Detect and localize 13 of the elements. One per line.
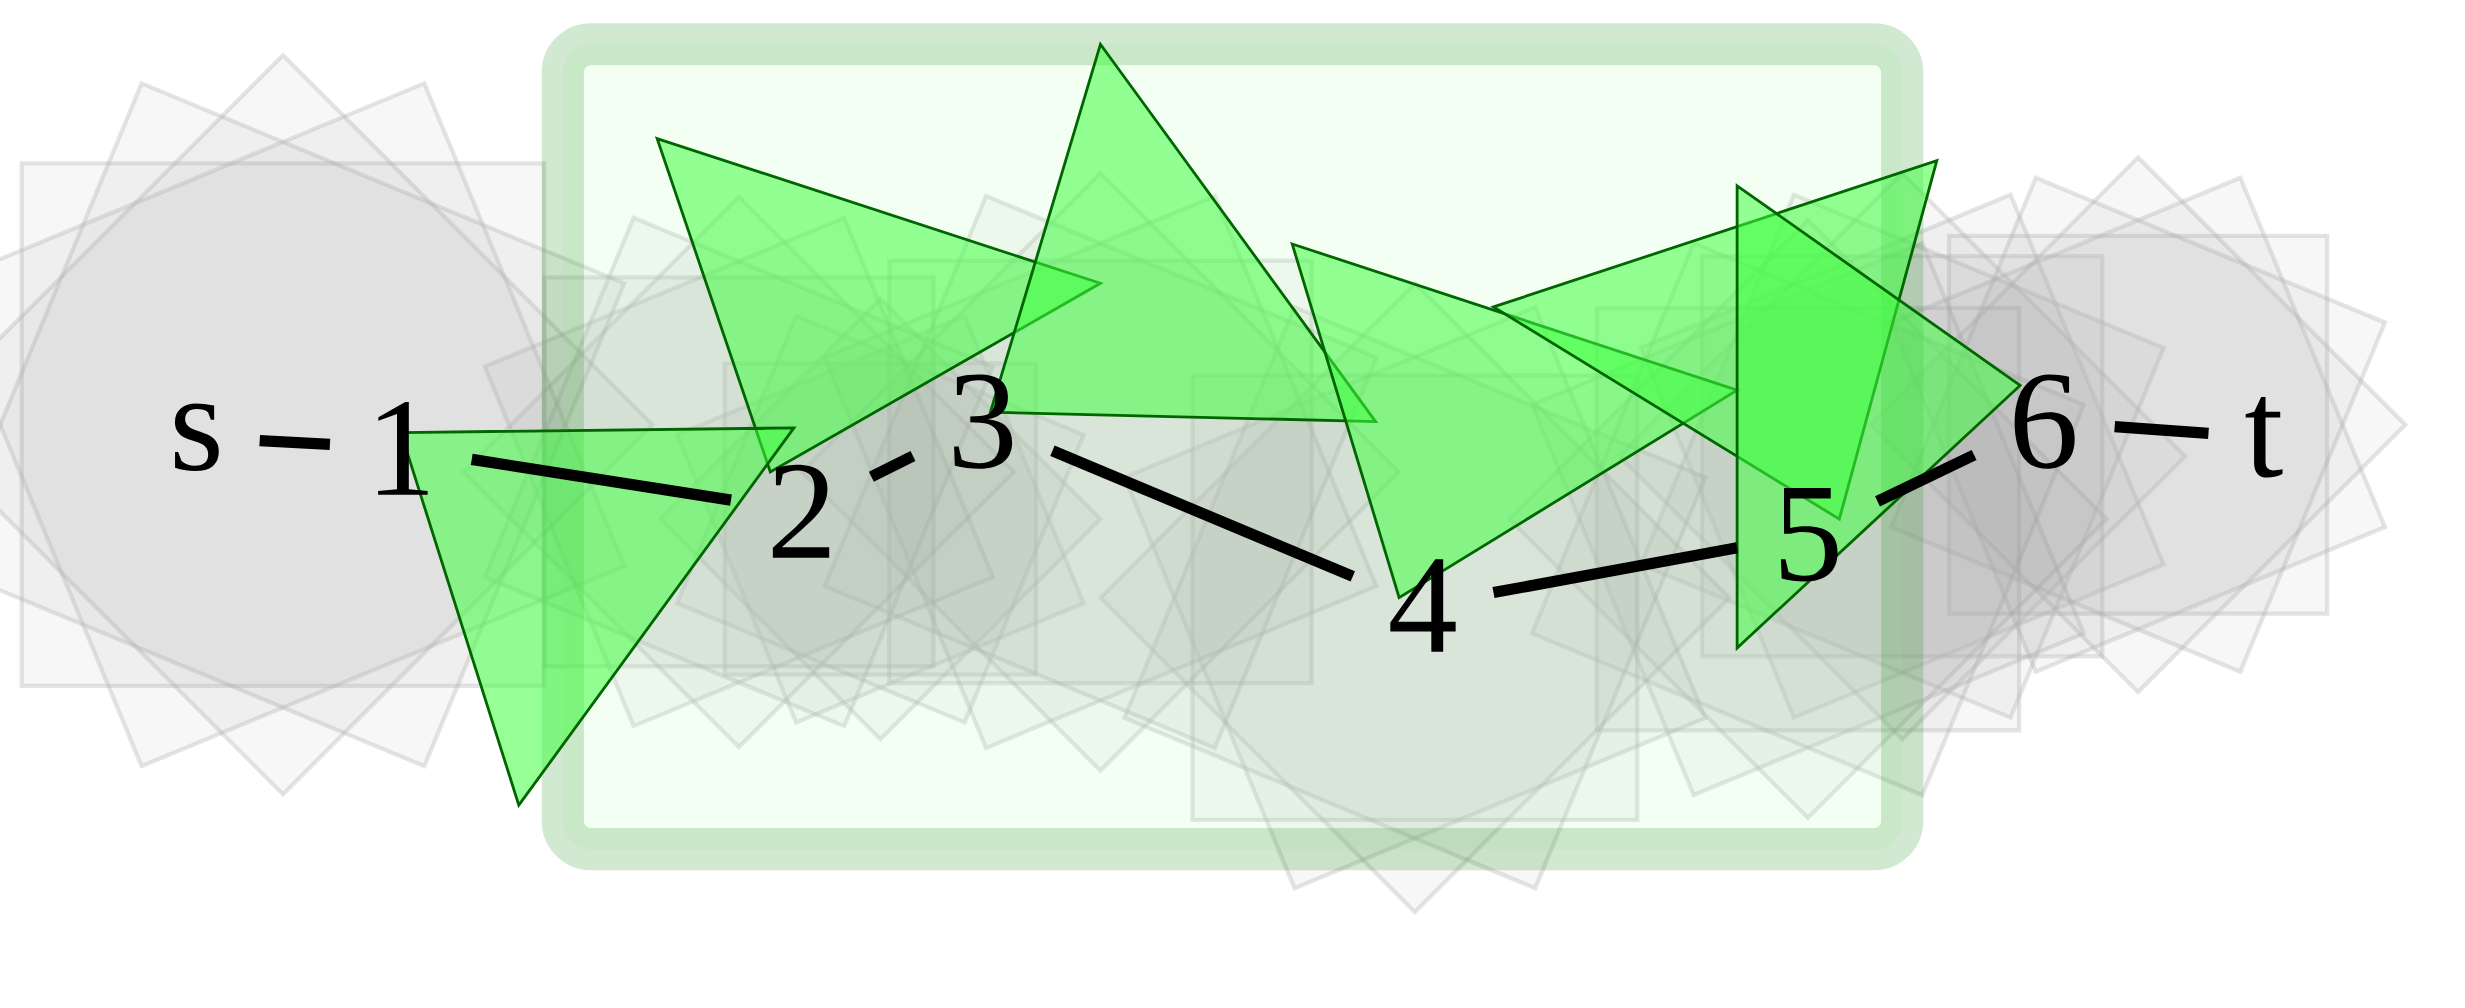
vertex-label: 4: [1390, 559, 1456, 652]
edge-line: [1875, 449, 1977, 507]
vertex-label: 6: [2014, 374, 2075, 469]
vertex-label: 5: [1780, 488, 1838, 582]
edge-line: [2114, 421, 2209, 439]
edge-line: [470, 453, 732, 506]
vertex-label: s: [174, 403, 219, 472]
edge-line: [1050, 445, 1355, 582]
vertex-label: t: [2245, 397, 2283, 478]
vertex-label: 3: [954, 374, 1013, 469]
edge-line: [868, 451, 916, 482]
edge-line: [259, 435, 331, 451]
vertex-label: 2: [772, 464, 830, 558]
